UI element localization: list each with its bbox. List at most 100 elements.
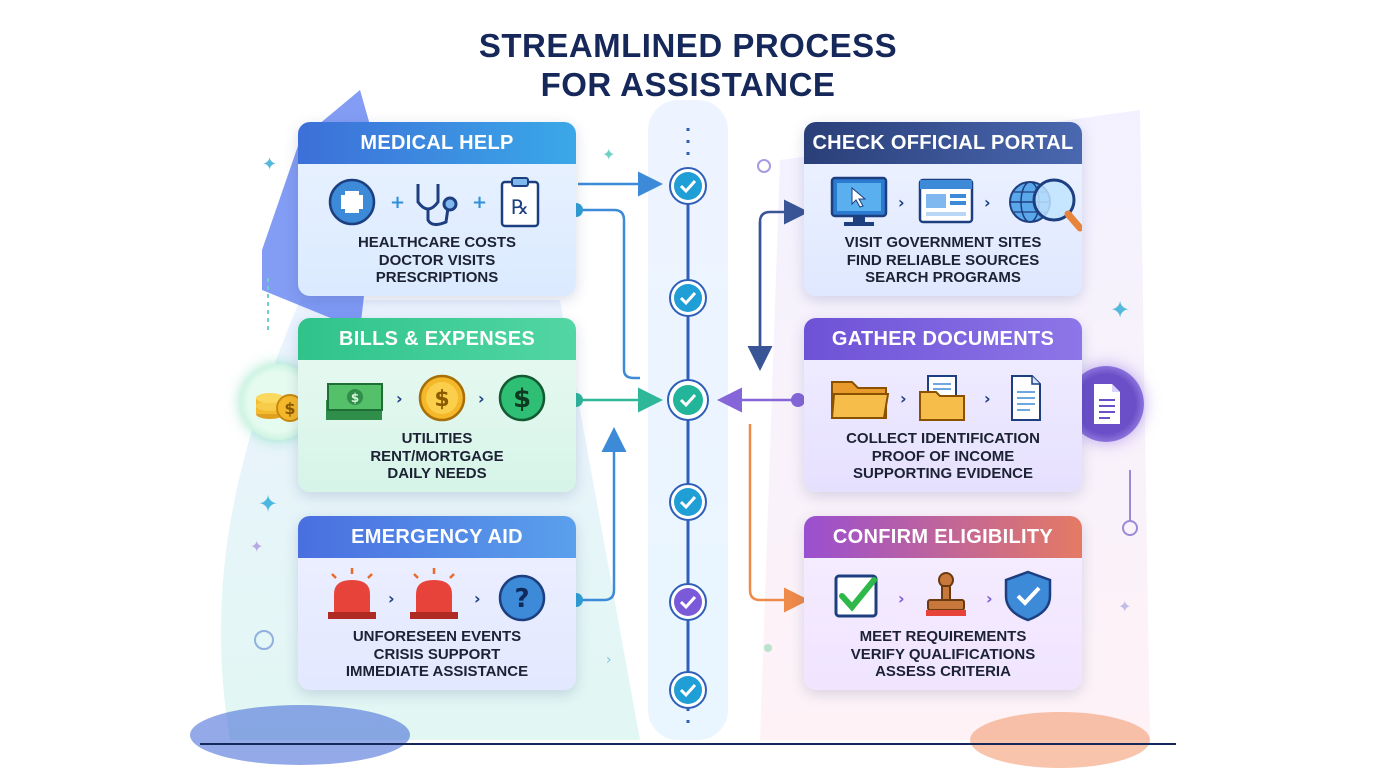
title-line-1: STREAMLINED PROCESS [478, 27, 898, 64]
card-icons: › › [804, 166, 1082, 236]
card-header: EMERGENCY AID [298, 516, 576, 558]
card-lines: MEET REQUIREMENTS VERIFY QUALIFICATIONS … [804, 628, 1082, 681]
svg-text:$: $ [513, 384, 531, 414]
card-line: SEARCH PROGRAMS [865, 269, 1021, 286]
timeline-check-3 [666, 378, 710, 422]
svg-text:›: › [898, 589, 905, 608]
card-line: PROOF OF INCOME [871, 447, 1015, 465]
svg-text:›: › [984, 389, 991, 408]
timeline-check-6 [668, 670, 708, 710]
card-lines: UTILITIES RENT/MORTGAGE DAILY NEEDS [298, 430, 576, 483]
check-circle-icon [669, 279, 707, 317]
bills-icons: $ › $ › $ [326, 374, 546, 422]
svg-text:+: + [472, 192, 487, 213]
svg-text:›: › [984, 193, 991, 212]
shield-check-icon [1004, 570, 1052, 622]
svg-text:℞: ℞ [511, 195, 529, 219]
svg-text:›: › [478, 389, 485, 408]
svg-text:›: › [900, 389, 907, 408]
check-circle-icon [669, 583, 707, 621]
card-line: DOCTOR VISITS [378, 251, 496, 269]
svg-text:›: › [388, 589, 395, 608]
dollar-coin-icon: $ [418, 374, 466, 422]
card-line: PRESCRIPTIONS [375, 269, 499, 286]
title-line-2: FOR ASSISTANCE [540, 66, 836, 103]
document-icon [1094, 384, 1120, 424]
magnifier-icon [1032, 178, 1082, 232]
page-title: STREAMLINED PROCESS FOR ASSISTANCE [0, 26, 1376, 104]
svg-text:✦: ✦ [602, 145, 615, 164]
checkbox-icon [834, 574, 878, 618]
svg-text:✦: ✦ [258, 490, 278, 518]
card-lines: VISIT GOVERNMENT SITES FIND RELIABLE SOU… [804, 234, 1082, 287]
card-line: FIND RELIABLE SOURCES [846, 251, 1040, 269]
card-header: MEDICAL HELP [298, 122, 576, 164]
folder-icon [830, 381, 890, 419]
svg-text:$: $ [284, 399, 295, 418]
card-lines: UNFORESEEN EVENTS CRISIS SUPPORT IMMEDIA… [298, 628, 576, 681]
timeline-check-1 [668, 166, 708, 206]
emergency-icons: › › ? [328, 568, 546, 622]
card-line: VISIT GOVERNMENT SITES [844, 234, 1042, 251]
card-line: VERIFY QUALIFICATIONS [850, 645, 1036, 663]
card-line: UTILITIES [401, 430, 473, 447]
card-header: BILLS & EXPENSES [298, 318, 576, 360]
document-icon [1011, 375, 1041, 421]
card-lines: HEALTHCARE COSTS DOCTOR VISITS PRESCRIPT… [298, 234, 576, 287]
cash-bill-icon: $ [326, 383, 383, 420]
card-line: MEET REQUIREMENTS [859, 628, 1027, 645]
card-line: SUPPORTING EVIDENCE [852, 465, 1034, 482]
stamp-icon [926, 572, 966, 616]
prescription-icon: ℞ [500, 177, 540, 228]
timeline-check-5 [668, 582, 708, 622]
card-line: DAILY NEEDS [387, 465, 487, 482]
card-icons: › › [804, 560, 1082, 630]
portal-icons: › › [830, 176, 1082, 232]
svg-text:›: › [898, 193, 905, 212]
card-header: CONFIRM ELIGIBILITY [804, 516, 1082, 558]
question-icon: ? [498, 574, 546, 622]
card-gather-documents: GATHER DOCUMENTS › › [804, 318, 1082, 492]
card-medical-help: MEDICAL HELP + + ℞ [298, 122, 576, 296]
card-header: CHECK OFFICIAL PORTAL [804, 122, 1082, 164]
card-line: CRISIS SUPPORT [373, 645, 501, 663]
svg-text:✦: ✦ [250, 537, 263, 556]
check-circle-icon [669, 167, 707, 205]
card-icons: + + ℞ [298, 166, 576, 236]
stethoscope-icon [416, 184, 458, 227]
svg-text:›: › [986, 589, 993, 608]
svg-text:+: + [390, 192, 405, 213]
card-line: UNFORESEEN EVENTS [352, 628, 522, 645]
svg-text:›: › [606, 652, 612, 668]
eligibility-icons: › › [834, 570, 1052, 622]
card-bills-expenses: BILLS & EXPENSES $ › $ › $ [298, 318, 576, 492]
card-header: GATHER DOCUMENTS [804, 318, 1082, 360]
alarm-siren-icon [328, 568, 376, 619]
card-line: HEALTHCARE COSTS [357, 234, 517, 251]
card-line: COLLECT IDENTIFICATION [846, 430, 1040, 447]
browser-window-icon [918, 178, 974, 224]
card-emergency-aid: EMERGENCY AID › › [298, 516, 576, 690]
svg-text:✦: ✦ [1118, 597, 1131, 616]
documents-icons: › › [830, 375, 1041, 421]
svg-text:$: $ [351, 391, 359, 405]
card-line: IMMEDIATE ASSISTANCE [345, 663, 529, 680]
svg-text:✦: ✦ [1110, 296, 1130, 324]
coin-stack-icon: $ [256, 393, 304, 422]
card-icons: $ › $ › $ [298, 362, 576, 432]
medical-cross-icon [328, 178, 376, 226]
svg-text:›: › [474, 589, 481, 608]
timeline-check-4 [668, 482, 708, 522]
card-icons: › › ? [298, 560, 576, 630]
card-line: ASSESS CRITERIA [875, 663, 1011, 680]
svg-text:$: $ [434, 387, 449, 412]
card-check-official-portal: CHECK OFFICIAL PORTAL › [804, 122, 1082, 296]
svg-text:›: › [396, 389, 403, 408]
alarm-siren-icon [410, 568, 458, 619]
check-circle-icon [667, 379, 709, 421]
medical-icons: + + ℞ [328, 177, 540, 228]
folder-documents-icon [919, 375, 965, 421]
card-confirm-eligibility: CONFIRM ELIGIBILITY › › [804, 516, 1082, 690]
dollar-circle-icon: $ [498, 374, 546, 422]
